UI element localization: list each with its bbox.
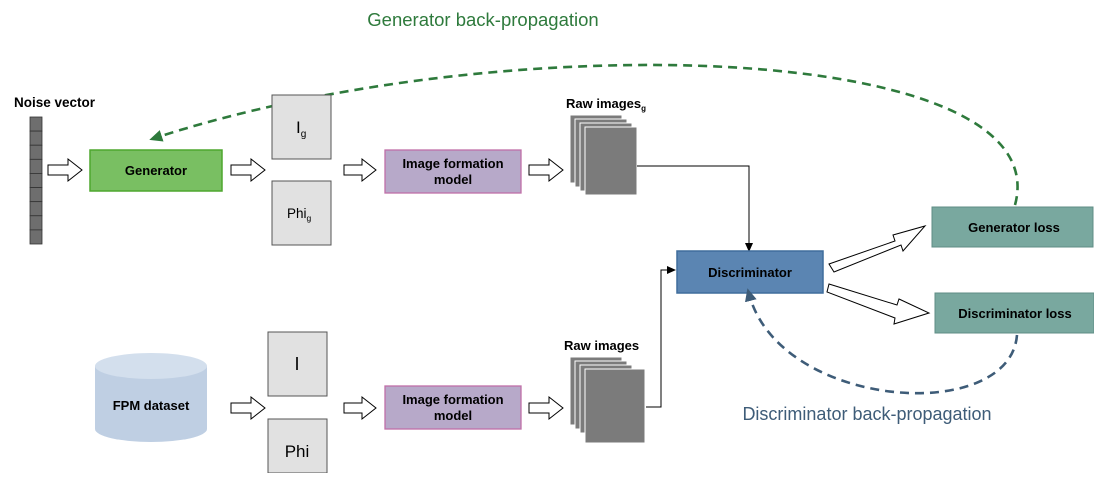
cylinder-body: [95, 366, 207, 442]
noise-vector-cell: [29, 173, 43, 188]
noise-vector-cell: [29, 144, 43, 160]
hollow-arrow-noise-generator: [47, 157, 83, 183]
noise-vector-cell: [29, 187, 43, 203]
noise-vector-label: Noise vector: [14, 95, 96, 110]
hollow-arrow-to-generator-loss: [828, 225, 927, 273]
generator-label: Generator: [125, 163, 187, 178]
hollow-arrow-to-raw-images-g: [528, 157, 564, 183]
noise-vector-cell: [29, 116, 43, 132]
image-formation-model-top: [384, 149, 522, 194]
noise-vector: [29, 116, 43, 245]
phi-label: Phi: [285, 442, 310, 461]
cylinder-top: [95, 353, 207, 379]
raw-image-g-4: [584, 126, 638, 196]
hollow-arrow-to-image-formation-top: [343, 157, 377, 183]
raw-images-label: Raw images: [564, 338, 639, 353]
hollow-arrow-dataset-inputs: [230, 395, 266, 421]
ig-label: Ig: [296, 118, 306, 140]
fpm-dataset-cylinder: [95, 353, 207, 442]
discriminator-label: Discriminator: [708, 265, 792, 280]
generator-loss-label: Generator loss: [968, 220, 1060, 235]
hollow-arrow-to-raw-images: [528, 395, 564, 421]
discriminator-box: [676, 250, 824, 294]
connector-raw-images-discriminator: [646, 266, 676, 408]
raw-image-4: [584, 368, 646, 444]
i-box: [267, 331, 328, 397]
hollow-arrow-to-discriminator-loss: [826, 283, 931, 325]
i-label: I: [294, 354, 299, 374]
discriminator-backprop-label: Discriminator back-propagation: [742, 404, 991, 424]
noise-vector-cell: [29, 201, 43, 217]
hollow-arrow-to-image-formation-bottom: [343, 395, 377, 421]
phig-box: [271, 180, 332, 246]
raw-images-g-label: Raw imagesg: [566, 96, 646, 113]
generator-backprop-label: Generator back-propagation: [367, 9, 598, 30]
generator-box: [89, 149, 223, 192]
image-formation-model-bottom: [384, 385, 522, 430]
discriminator-loss-box: [934, 292, 1094, 334]
discriminator-loss-label: Discriminator loss: [958, 306, 1071, 321]
image-formation-top-line2: model: [434, 172, 472, 187]
image-formation-top-line1: Image formation: [402, 156, 503, 171]
noise-vector-cell: [29, 130, 43, 146]
noise-vector-cell: [29, 158, 43, 174]
raw-images-stack: [569, 356, 646, 444]
phi-box: [267, 418, 328, 474]
fpm-dataset-label: FPM dataset: [113, 398, 190, 413]
raw-images-g-stack: [569, 114, 638, 196]
ig-box: [271, 94, 332, 160]
hollow-arrow-generator-outputs: [230, 157, 266, 183]
generator-loss-box: [931, 206, 1094, 248]
image-formation-bottom-line2: model: [434, 408, 472, 423]
noise-vector-cell: [29, 229, 43, 245]
discriminator-backprop-arrow: [745, 288, 1019, 395]
noise-vector-cell: [29, 215, 43, 231]
connector-raw-images-g-discriminator: [637, 165, 753, 252]
phig-label: Phig: [287, 206, 312, 223]
image-formation-bottom-line1: Image formation: [402, 392, 503, 407]
